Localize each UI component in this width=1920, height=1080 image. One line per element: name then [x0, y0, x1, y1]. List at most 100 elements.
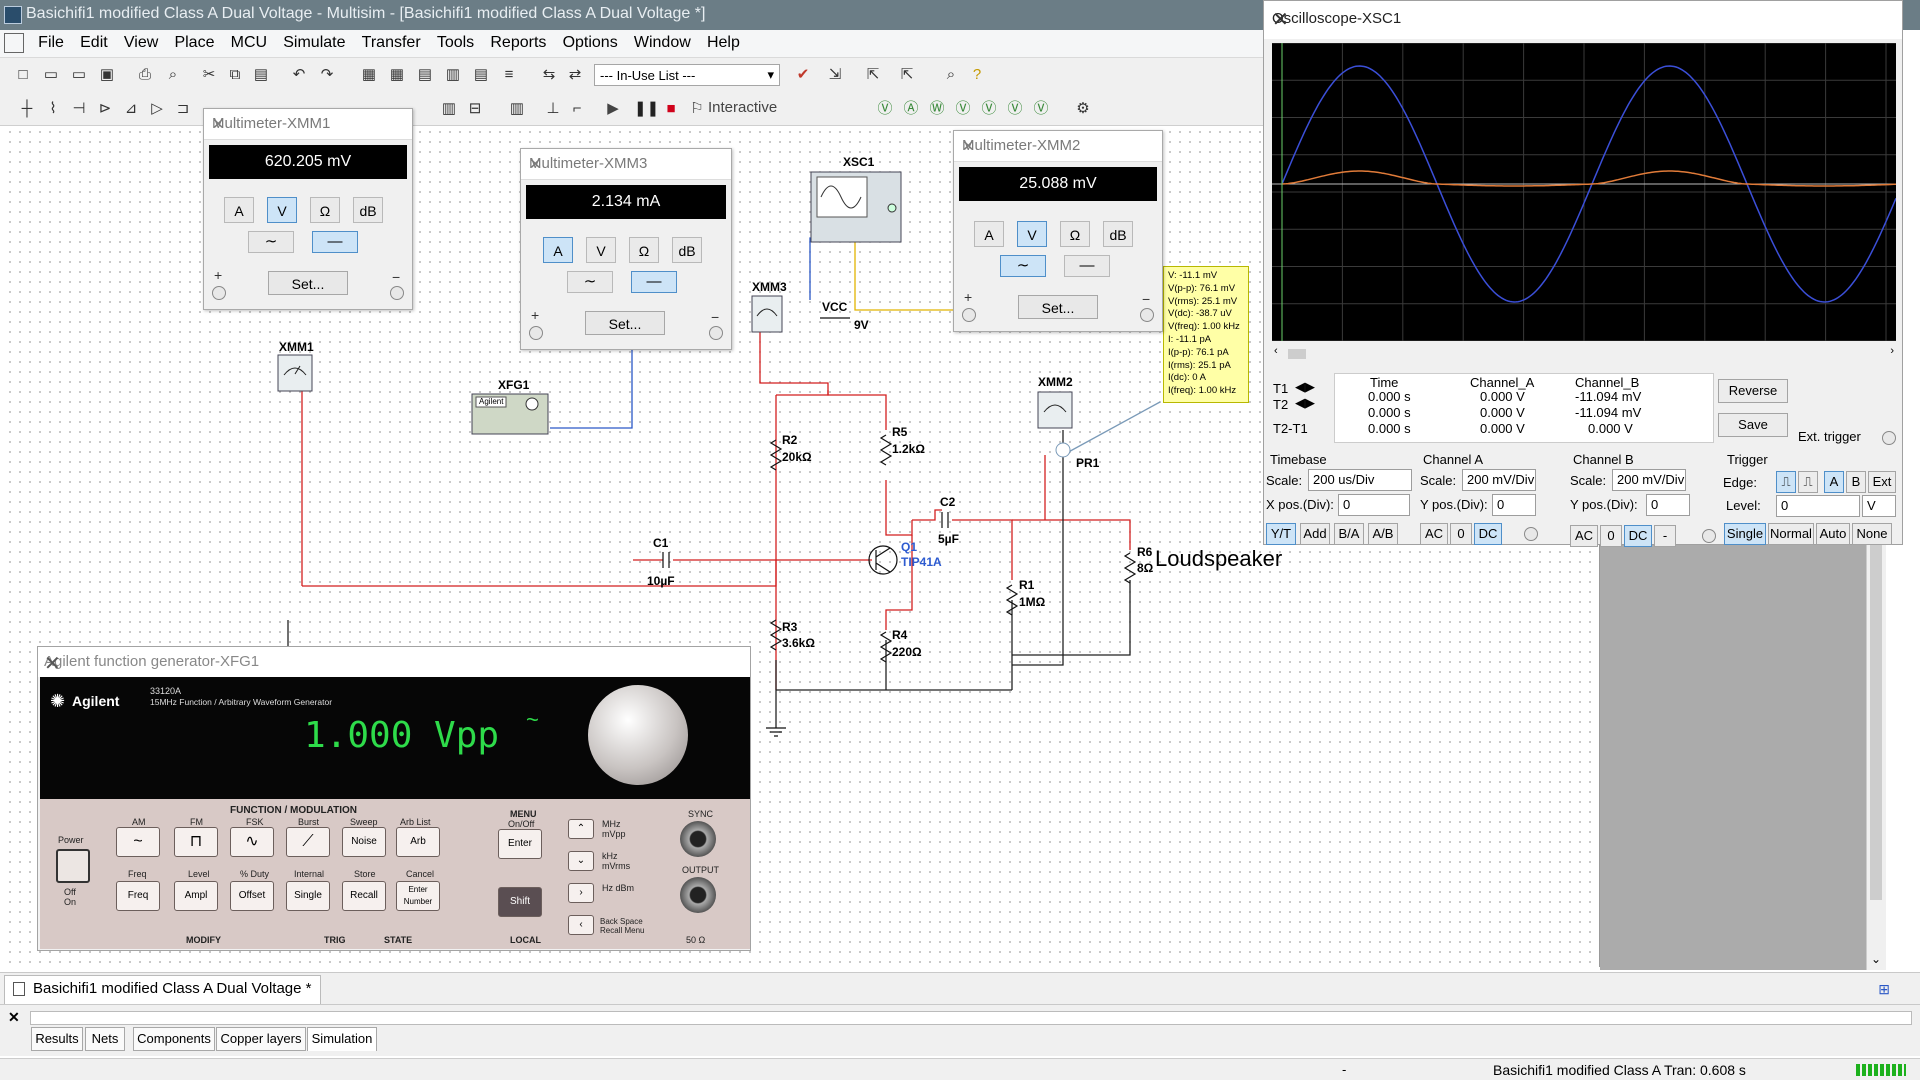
trigger-level-unit[interactable]: V [1862, 495, 1896, 517]
paste-icon[interactable]: ▤ [253, 66, 269, 83]
close-icon[interactable]: ✕ [529, 156, 542, 173]
menu-mcu[interactable]: MCU [230, 34, 268, 51]
wire-tool-icon[interactable]: ┼ [21, 100, 33, 117]
menu-place[interactable]: Place [174, 34, 215, 51]
toggle-design-toolbox-icon[interactable]: ▦ [361, 66, 377, 83]
tab-copper-layers[interactable]: Copper layers [216, 1027, 306, 1051]
enter-number-key[interactable]: Enter Number [396, 881, 440, 911]
mode-ohm-button[interactable]: Ω [1060, 221, 1090, 247]
trigger-single-button[interactable]: Single [1724, 523, 1766, 545]
arb-key[interactable]: Arb [396, 827, 440, 857]
multimeter-xmm3-titlebar[interactable]: Multimeter-XMM3✕ [521, 149, 731, 180]
channel-a-ac-button[interactable]: AC [1420, 523, 1448, 545]
trigger-normal-button[interactable]: Normal [1768, 523, 1814, 545]
single-key[interactable]: Single [286, 881, 330, 911]
recall-key[interactable]: Recall [342, 881, 386, 911]
falling-edge-icon[interactable]: ⎍ [1798, 471, 1818, 493]
noise-key[interactable]: Noise [342, 827, 386, 857]
mode-ohm-button[interactable]: Ω [629, 237, 659, 263]
tab-results[interactable]: Results [31, 1027, 83, 1051]
set-button[interactable]: Set... [268, 271, 348, 295]
analog-tool-icon[interactable]: ▷ [151, 100, 163, 117]
open-folder-icon[interactable]: ▭ [43, 66, 59, 83]
channel-b-ypos-input[interactable]: 0 [1646, 494, 1690, 516]
multimeter-xmm1-titlebar[interactable]: Multimeter-XMM1✕ [204, 109, 412, 140]
stop-simulation-icon[interactable]: ■ [666, 100, 676, 117]
arrow-up-icon[interactable]: ⌃ [568, 819, 594, 839]
help-icon[interactable]: ? [972, 66, 982, 83]
save-button[interactable]: Save [1718, 413, 1788, 437]
menu-window[interactable]: Window [633, 34, 691, 51]
menu-edit[interactable]: Edit [80, 34, 108, 51]
menu-view[interactable]: View [123, 34, 159, 51]
mode-a-button[interactable]: A [224, 197, 254, 223]
channel-a-zero-button[interactable]: 0 [1450, 523, 1472, 545]
dc-line-button[interactable]: — [1064, 255, 1110, 277]
component-wizard-icon[interactable]: ✔ [796, 66, 810, 83]
edge-ext-button[interactable]: Ext [1868, 471, 1896, 493]
close-icon[interactable]: ✕ [212, 116, 225, 133]
mode-a-button[interactable]: A [543, 237, 573, 263]
trigger-level-input[interactable]: 0 [1776, 495, 1860, 517]
multimeter-xmm1-window[interactable]: Multimeter-XMM1✕ 620.205 mV A V Ω dB ∼ —… [203, 108, 413, 310]
function-generator-titlebar[interactable]: Agilent function generator-XFG1 ✕ [38, 647, 750, 677]
junction-tool-icon[interactable]: ⊣ [72, 100, 86, 117]
edge-a-button[interactable]: A [1824, 471, 1844, 493]
close-icon[interactable]: ✕ [962, 138, 975, 155]
print-icon[interactable]: ⎙ [138, 66, 151, 83]
sync-connector[interactable] [680, 821, 716, 857]
t2-arrows-icon[interactable]: ◀▶ [1295, 395, 1315, 410]
grapher-icon[interactable]: ▥ [445, 66, 461, 83]
run-simulation-icon[interactable]: ▶ [607, 100, 619, 117]
oscilloscope-hscroll[interactable]: ‹ › [1272, 345, 1896, 361]
burst-ramp-key[interactable]: ⟋ [286, 827, 330, 857]
print-preview-icon[interactable]: ⌕ [168, 66, 178, 83]
channel-b-ac-button[interactable]: AC [1570, 525, 1598, 547]
output-connector[interactable] [680, 877, 716, 913]
zoom-icon[interactable]: ⌕ [946, 66, 956, 83]
oscilloscope-titlebar[interactable]: Oscilloscope-XSC1 ✕ [1264, 1, 1902, 39]
indicator-tool-icon[interactable]: ▥ [441, 100, 457, 117]
interactive-mode-label[interactable]: Interactive [708, 99, 778, 116]
tab-simulation[interactable]: Simulation [307, 1027, 377, 1051]
electrical-rules-icon[interactable]: ≡ [504, 66, 514, 83]
minus-terminal[interactable] [1140, 308, 1154, 322]
save-icon[interactable]: ▣ [99, 66, 115, 83]
rf-tool-icon[interactable]: ▥ [509, 100, 525, 117]
power-button[interactable] [56, 849, 90, 883]
undo-icon[interactable]: ↶ [292, 66, 306, 83]
channel-a-scale-input[interactable]: 200 mV/Div [1462, 469, 1536, 491]
scroll-right-icon[interactable]: › [1890, 345, 1894, 357]
probe-settings-icon[interactable]: Ⓥ [1033, 100, 1049, 117]
misc-tool-icon[interactable]: ⊟ [468, 100, 482, 117]
database-manager-icon[interactable]: ▤ [417, 66, 433, 83]
menu-help[interactable]: Help [706, 34, 740, 51]
fsk-triangle-key[interactable]: ∿ [230, 827, 274, 857]
mode-add-button[interactable]: Add [1300, 523, 1330, 545]
open-sample-icon[interactable]: ▭ [71, 66, 87, 83]
transistor-tool-icon[interactable]: ⊿ [124, 100, 138, 117]
scroll-left-icon[interactable]: ‹ [1274, 345, 1278, 357]
mode-v-button[interactable]: V [1017, 221, 1047, 247]
electromech-tool-icon[interactable]: ⊥ [546, 100, 560, 117]
close-icon[interactable]: ✕ [44, 653, 61, 675]
mode-v-button[interactable]: V [586, 237, 616, 263]
probe-ref-icon[interactable]: Ⓥ [981, 100, 997, 117]
pin-icon[interactable]: ⊞ [1878, 981, 1890, 997]
dc-line-button[interactable]: — [312, 231, 358, 253]
offset-key[interactable]: Offset [230, 881, 274, 911]
scroll-down-icon[interactable]: ⌄ [1871, 952, 1882, 966]
ac-wave-button[interactable]: ∼ [1000, 255, 1046, 277]
menu-transfer[interactable]: Transfer [361, 34, 421, 51]
menu-simulate[interactable]: Simulate [283, 34, 346, 51]
copy-icon[interactable]: ⧉ [229, 66, 241, 83]
report-icon[interactable]: ⇱ [866, 66, 880, 83]
probe-voltage-icon[interactable]: Ⓥ [877, 100, 893, 117]
enter-key[interactable]: Enter [498, 829, 542, 859]
menu-file[interactable]: File [38, 34, 64, 51]
mode-v-button[interactable]: V [267, 197, 297, 223]
mode-ba-button[interactable]: B/A [1334, 523, 1364, 545]
xpos-input[interactable]: 0 [1338, 494, 1410, 516]
ac-wave-button[interactable]: ∼ [248, 231, 294, 253]
menu-tools[interactable]: Tools [436, 34, 475, 51]
